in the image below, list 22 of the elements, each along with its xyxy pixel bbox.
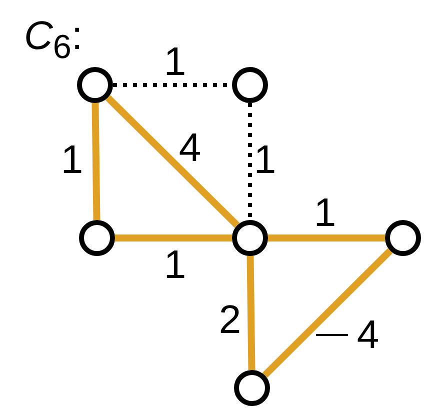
- edge-weight: 4: [178, 128, 202, 168]
- edge-weight: 4: [356, 315, 380, 355]
- edge: [246, 256, 256, 370]
- dotted-edge: [248, 103, 252, 220]
- vertex-circle: [232, 67, 268, 103]
- vertex-circle: [79, 220, 115, 256]
- edge: [115, 234, 232, 242]
- vertex-circle: [234, 370, 270, 406]
- edge: [262, 248, 393, 378]
- edge-weight: 1: [314, 193, 336, 233]
- edge: [92, 102, 100, 220]
- edge: [105, 95, 240, 228]
- edge-weight: 1: [254, 140, 276, 180]
- edge-weight: 1: [60, 140, 84, 180]
- vertex-circle: [232, 220, 268, 256]
- vertex-circle: [77, 67, 113, 103]
- vertex-circle: [385, 220, 421, 256]
- edge-weight: 2: [218, 300, 242, 340]
- edge: [268, 234, 385, 242]
- edge-weight: 1: [164, 245, 186, 285]
- edge-weight: 1: [164, 42, 186, 82]
- graph-title: C$_{6}$:: [24, 14, 83, 68]
